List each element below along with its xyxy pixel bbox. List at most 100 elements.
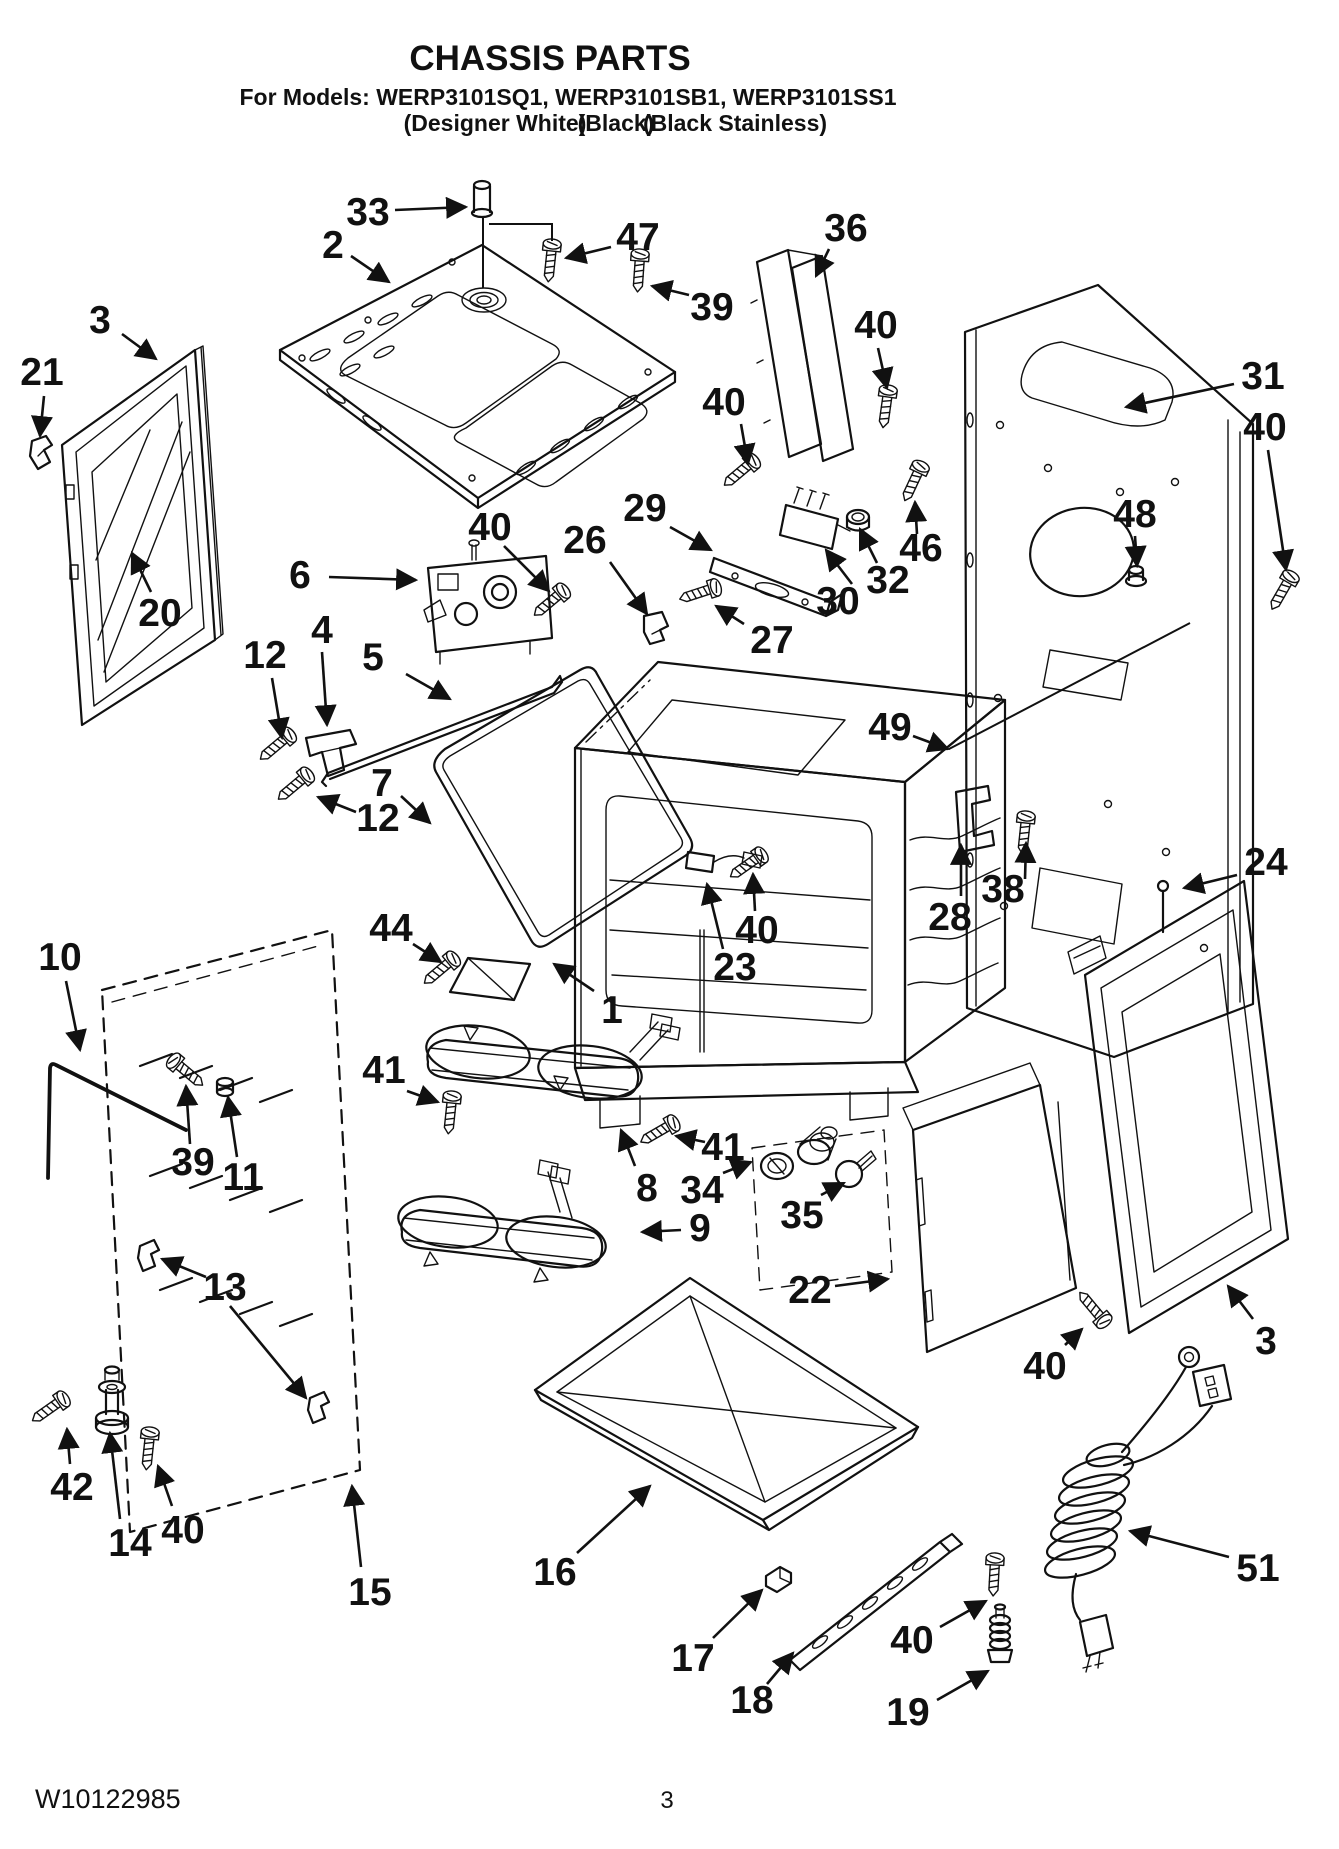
part-access-panel-drawing	[902, 1062, 1078, 1354]
callout-18: 18	[730, 1651, 795, 1722]
callout-label-2: 2	[322, 224, 344, 267]
callout-label-33: 33	[346, 191, 389, 234]
finish-black: (Black)	[578, 110, 655, 136]
callout-label-22: 22	[788, 1269, 831, 1312]
callout-label-39: 39	[171, 1141, 214, 1184]
callout-3: 3	[89, 299, 158, 361]
callout-label-35: 35	[780, 1194, 823, 1237]
callout-21: 21	[20, 351, 64, 439]
callout-label-40: 40	[854, 304, 897, 347]
callout-label-30: 30	[816, 580, 859, 623]
part-door-gasket-drawing	[433, 666, 694, 948]
callout-label-1: 1	[601, 989, 623, 1032]
part-bracket-28-drawing	[954, 784, 996, 854]
callout-29: 29	[623, 487, 713, 552]
callout-label-40: 40	[735, 909, 778, 952]
part-screw-40d-drawing	[724, 843, 772, 885]
callout-6: 6	[289, 554, 419, 597]
callout-44: 44	[369, 907, 443, 964]
callout-3: 3	[1226, 1284, 1277, 1363]
callout-label-40: 40	[702, 381, 745, 424]
part-clip-26-drawing	[642, 610, 670, 646]
part-screw-46-drawing	[895, 457, 932, 506]
callout-35: 35	[780, 1181, 846, 1237]
callout-11: 11	[220, 1094, 264, 1199]
callout-label-20: 20	[138, 592, 181, 635]
callout-label-16: 16	[533, 1551, 576, 1594]
callout-label-27: 27	[750, 619, 793, 662]
part-rear-shield-bracket-drawing	[750, 248, 855, 463]
callout-label-41: 41	[362, 1049, 405, 1092]
callout-label-40: 40	[161, 1509, 204, 1552]
callout-label-17: 17	[671, 1637, 714, 1680]
callout-label-12: 12	[356, 797, 399, 840]
part-screw-40f-drawing	[983, 1551, 1006, 1598]
callout-label-40: 40	[1243, 406, 1286, 449]
callout-extra-arrow	[228, 1305, 308, 1400]
callout-34: 34	[680, 1158, 754, 1212]
callout-42: 42	[50, 1426, 94, 1509]
part-light-grommets-drawing	[759, 1126, 838, 1181]
part-door-clip-21-drawing	[28, 434, 54, 471]
callout-label-36: 36	[824, 207, 867, 250]
part-screw-47-drawing	[538, 237, 563, 284]
callout-label-11: 11	[222, 1156, 263, 1199]
callout-4: 4	[311, 609, 337, 728]
callout-32: 32	[858, 527, 910, 602]
part-right-door-drawing	[1067, 879, 1290, 1335]
callout-12: 12	[315, 794, 400, 840]
callout-26: 26	[563, 519, 649, 616]
callout-label-34: 34	[680, 1169, 724, 1212]
callout-label-18: 18	[730, 1679, 773, 1722]
callout-label-40: 40	[1023, 1345, 1066, 1388]
part-bake-element-drawing	[397, 1159, 607, 1283]
callout-16: 16	[533, 1484, 652, 1594]
callout-1: 1	[552, 962, 623, 1032]
part-main-top-panel-drawing	[278, 243, 677, 510]
callout-label-3: 3	[89, 299, 111, 342]
part-side-panel-drawing	[100, 928, 362, 1534]
callout-label-41: 41	[701, 1126, 744, 1169]
callout-label-14: 14	[108, 1522, 152, 1565]
callout-40: 40	[890, 1599, 988, 1662]
callout-label-47: 47	[616, 216, 659, 259]
part-leveling-screw-19-drawing	[986, 1603, 1014, 1664]
callout-47: 47	[563, 216, 660, 265]
callout-label-19: 19	[886, 1691, 929, 1734]
part-left-door-drawing	[60, 345, 224, 727]
callout-leader-line	[948, 622, 1191, 750]
callout-51: 51	[1127, 1525, 1280, 1590]
callout-14: 14	[101, 1430, 152, 1565]
callout-label-39: 39	[690, 286, 733, 329]
finish-black-stainless: (Black Stainless)	[643, 110, 827, 136]
part-screw-44-drawing	[417, 947, 464, 991]
callout-2: 2	[322, 224, 391, 284]
callout-label-21: 21	[20, 351, 63, 394]
callout-38: 38	[981, 840, 1037, 911]
part-screw-40e-drawing	[1072, 1285, 1116, 1332]
callout-7: 7	[371, 762, 432, 825]
callout-40: 40	[468, 506, 551, 593]
part-screw-12b-drawing	[271, 763, 318, 807]
callout-label-13: 13	[203, 1266, 246, 1309]
callout-label-10: 10	[38, 936, 81, 979]
part-screw-40g-drawing	[136, 1425, 161, 1472]
callout-40: 40	[854, 304, 898, 391]
callout-15: 15	[343, 1483, 392, 1614]
callout-40: 40	[1243, 406, 1294, 573]
part-latch-rod-drawing	[320, 674, 564, 788]
callout-label-6: 6	[289, 554, 311, 597]
callout-label-48: 48	[1113, 493, 1156, 536]
part-clips-13-drawing	[136, 1238, 331, 1425]
callout-label-46: 46	[899, 527, 942, 570]
callout-20: 20	[130, 551, 182, 635]
callout-leader-line	[489, 223, 553, 241]
callout-5: 5	[362, 636, 452, 701]
callout-40: 40	[702, 381, 756, 467]
callout-19: 19	[886, 1669, 990, 1734]
callout-label-26: 26	[563, 519, 606, 562]
part-screw-12a-drawing	[253, 723, 300, 767]
part-terminal-block-drawing	[778, 486, 851, 551]
